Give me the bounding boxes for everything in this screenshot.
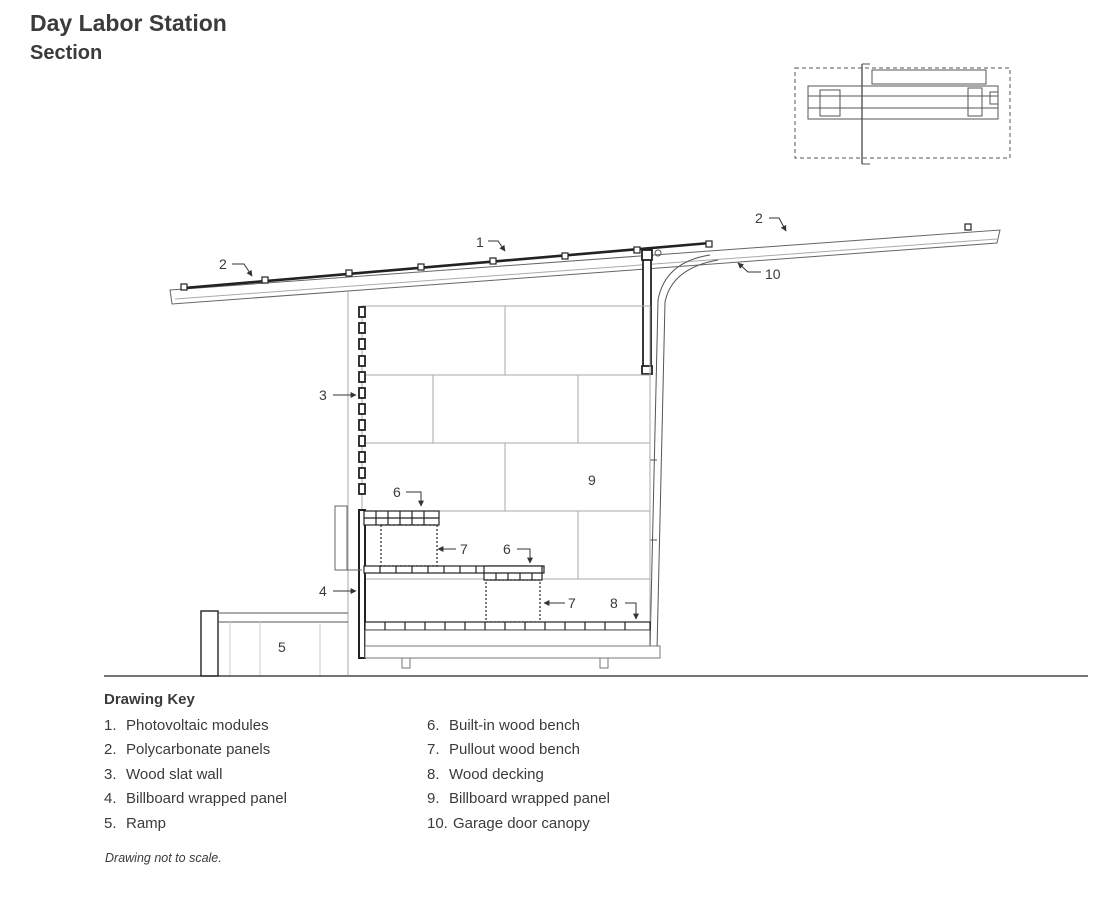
drawing-key-left: 1.Photovoltaic modules 2.Polycarbonate p… xyxy=(104,716,287,838)
photovoltaic-modules xyxy=(180,223,972,291)
key-item: 5.Ramp xyxy=(104,814,167,832)
garage-door-canopy xyxy=(649,249,719,651)
callout-3: 3 xyxy=(319,387,327,403)
key-item: 2.Polycarbonate panels xyxy=(104,741,271,759)
key-item: 8.Wood decking xyxy=(427,765,544,783)
page-subtitle: Section xyxy=(30,42,103,64)
structural-post xyxy=(641,249,653,375)
key-item: 3.Wood slat wall xyxy=(104,765,223,783)
callout-2-right: 2 xyxy=(755,210,763,226)
pullout-bench xyxy=(380,524,541,623)
callout-labels: 1 2 2 10 3 9 6 7 6 4 7 8 5 xyxy=(219,210,781,655)
drawing-key-right: 6.Built-in wood bench 7.Pullout wood ben… xyxy=(427,716,610,838)
billboard-wrapped-panel xyxy=(334,505,366,659)
ramp xyxy=(200,610,348,677)
billboard-wall-panels xyxy=(347,290,651,675)
callout-8: 8 xyxy=(610,595,618,611)
built-in-bench-upper xyxy=(363,510,545,574)
section-drawing: 1 2 2 10 3 9 6 7 6 4 7 8 5 xyxy=(104,63,1088,677)
polycarbonate-roof xyxy=(169,229,1001,305)
page-title: Day Labor Station xyxy=(30,10,227,36)
key-item: 6.Built-in wood bench xyxy=(427,717,580,734)
built-in-bench-lower xyxy=(483,565,543,581)
scale-note: Drawing not to scale. xyxy=(105,851,222,865)
key-item: 7.Pullout wood bench xyxy=(427,741,580,759)
key-item: 9.Billboard wrapped panel xyxy=(427,790,610,808)
callout-6-lower: 6 xyxy=(503,541,511,557)
key-item: 4.Billboard wrapped panel xyxy=(104,790,287,808)
drawing-key-title: Drawing Key xyxy=(104,691,195,708)
key-item: 1.Photovoltaic modules xyxy=(104,717,269,734)
key-plan xyxy=(794,63,1011,165)
callout-10: 10 xyxy=(765,266,781,282)
callout-7-upper: 7 xyxy=(460,541,468,557)
callout-leaders xyxy=(232,217,787,620)
callout-5: 5 xyxy=(278,639,286,655)
callout-7-lower: 7 xyxy=(568,595,576,611)
callout-9: 9 xyxy=(588,472,596,488)
callout-4: 4 xyxy=(319,583,327,599)
key-item: 10.Garage door canopy xyxy=(427,814,590,832)
wood-decking xyxy=(364,621,661,669)
callout-1: 1 xyxy=(476,234,484,250)
callout-6-upper: 6 xyxy=(393,484,401,500)
wood-slat-wall xyxy=(358,306,366,495)
callout-2-left: 2 xyxy=(219,256,227,272)
